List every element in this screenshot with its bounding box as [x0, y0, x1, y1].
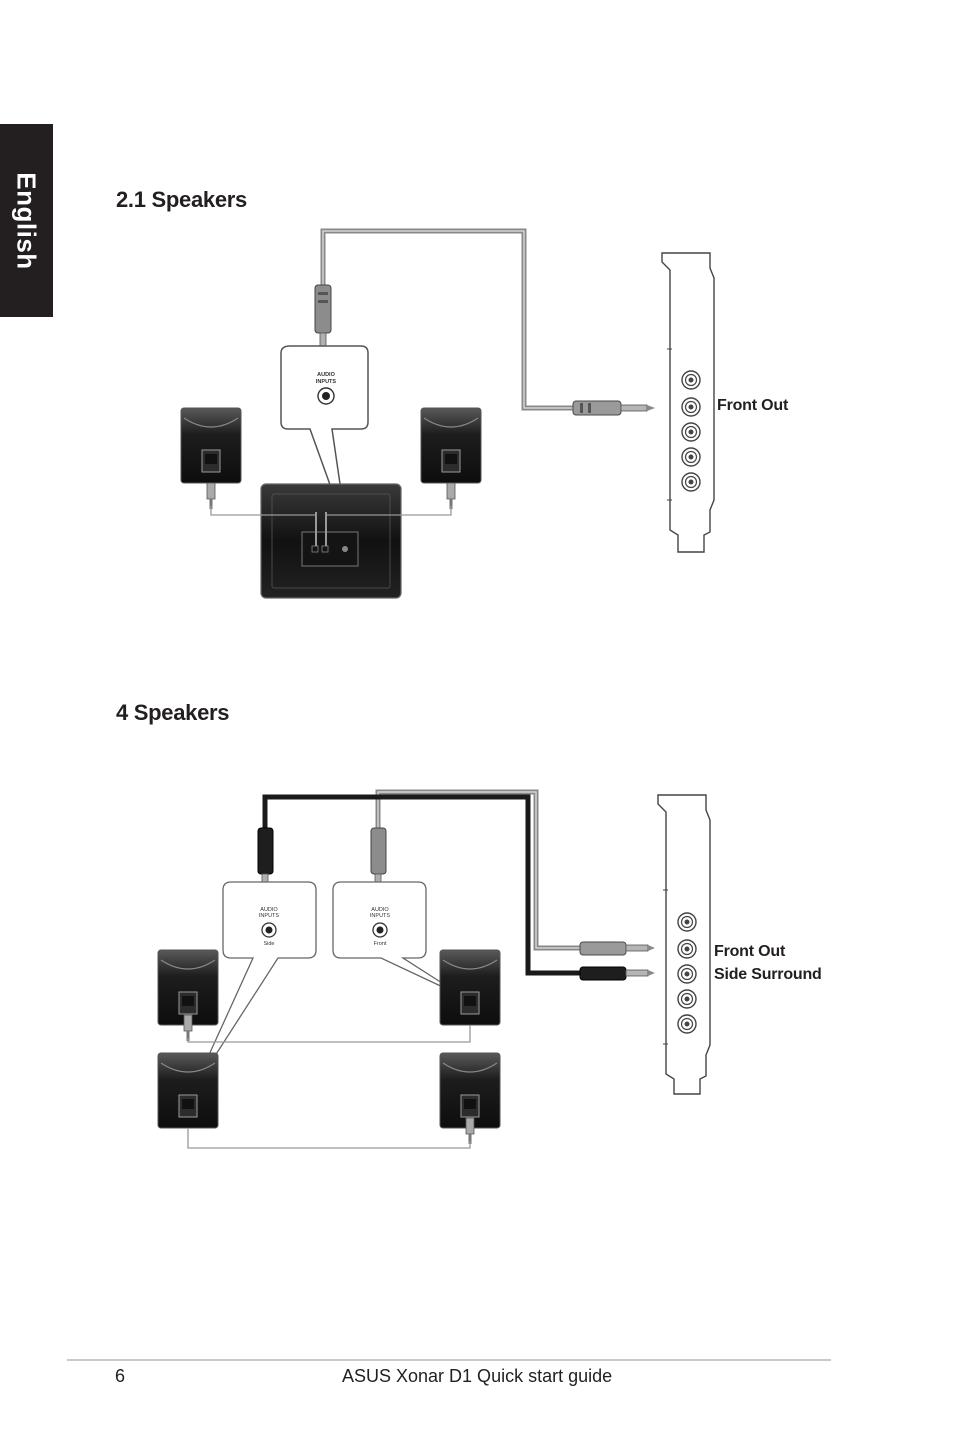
rear-right-speaker: [439, 1052, 501, 1129]
front-out-label-4: Front Out: [714, 943, 786, 960]
panel-audio-label: AUDIO: [317, 372, 335, 378]
side-surround-plug: [579, 966, 627, 981]
footer-rule: [67, 1359, 831, 1361]
language-tab: English: [0, 124, 53, 317]
svg-text:AUDIO: AUDIO: [260, 907, 278, 913]
diagram-4-speakers: AUDIO INPUTS Side AUDIO INPUTS Front: [157, 789, 711, 1149]
svg-text:INPUTS: INPUTS: [259, 913, 280, 919]
rear-left-speaker: [157, 1052, 219, 1129]
diagram-2-1-speakers: AUDIO INPUTS: [180, 228, 715, 599]
left-speaker: [180, 407, 242, 484]
svg-text:Front: Front: [374, 941, 387, 947]
side-surround-label: Side Surround: [714, 966, 822, 983]
front-out-label: Front Out: [717, 397, 789, 414]
right-speaker: [420, 407, 482, 484]
svg-text:Side: Side: [263, 941, 274, 947]
footer-guide-title: ASUS Xonar D1 Quick start guide: [342, 1366, 613, 1386]
section-title-2-1-speakers: 2.1 Speakers: [116, 187, 247, 212]
front-inputs-callout: [332, 881, 465, 998]
panel-inputs-label: INPUTS: [316, 379, 337, 385]
audio-inputs-callout: [280, 345, 369, 533]
section-title-4-speakers: 4 Speakers: [116, 700, 230, 725]
front-left-speaker: [157, 949, 219, 1026]
svg-text:INPUTS: INPUTS: [370, 913, 391, 919]
front-out-plug-4: [579, 941, 627, 956]
front-right-speaker: [439, 949, 501, 1026]
page-number: 6: [115, 1366, 126, 1386]
svg-text:AUDIO: AUDIO: [371, 907, 389, 913]
side-inputs-callout: [192, 881, 317, 1091]
